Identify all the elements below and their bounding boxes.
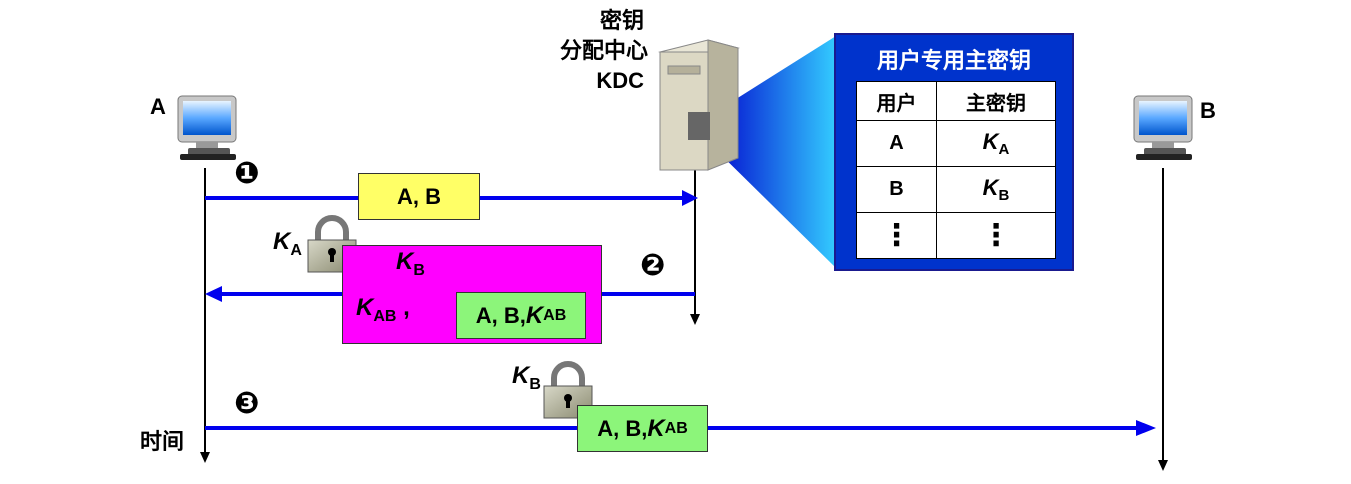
msg1-text: A, B [397,183,441,209]
table-cell-key-sub: B [998,187,1010,205]
computer-b-icon [1133,95,1193,160]
kdc-label-line2: 分配中心 [560,38,649,63]
table-cell-ellipsis-key: ⋮ [935,212,1057,259]
msg2-kab-k: K [356,294,374,321]
table-row-ellipsis: ⋮ ⋮ [856,212,1057,259]
msg3-k: K [647,414,665,442]
table-cell-key-sub: A [998,141,1010,159]
table-cell-key: KB [935,166,1057,214]
timeline-b [1158,168,1168,471]
step3-marker: ❸ [234,387,260,420]
lock-kb-inner-sub: B [413,262,425,279]
step2-marker: ❷ [640,249,666,282]
step1-marker: ❶ [234,157,260,190]
table-cell-user: A [856,120,937,168]
msg2-inner-k: K [525,301,544,329]
kdc-beam [706,36,836,268]
msg1-box: A, B [358,173,480,220]
table-row: B KB [856,166,1057,214]
table-cell-ellipsis-user: ⋮ [856,212,937,259]
host-b-label: B [1200,98,1216,123]
timeline-kdc [690,168,700,325]
msg3-text: A, B, [597,415,648,441]
kdc-label: 密钥 分配中心 KDC [560,6,649,96]
table-header-key: 主密钥 [935,80,1057,122]
lock-kb-step3-label: KB [512,362,541,394]
host-a-label: A [150,94,166,119]
lock-kb-step3-sub: B [529,376,541,393]
table-header-row: 用户 主密钥 [856,80,1057,122]
msg2-kab-label: KAB , [356,294,410,326]
lock-kb-inner-k: K [396,248,414,275]
table-header-user: 用户 [856,80,937,122]
lock-ka-sub: A [290,242,302,259]
kdc-label-line1: 密钥 [599,8,644,33]
lock-ka-k: K [273,228,291,255]
table-cell-key-k: K [982,175,999,201]
panel-title: 用户专用主密钥 [876,48,1031,73]
msg2-comma: , [403,294,410,321]
lock-kb-step3-k: K [512,362,530,389]
msg2-inner-text: A, B, [475,302,526,328]
lock-kb-inner-label: KB [396,248,425,280]
msg2-inner-sub: AB [543,306,567,324]
master-key-panel: 用户专用主密钥 用户 主密钥 A KA B KB ⋮ ⋮ [834,33,1074,271]
table-cell-key: KA [935,120,1057,168]
msg2-kab-sub: AB [373,308,397,325]
timeline-a [200,168,210,463]
master-key-table: 用户 主密钥 A KA B KB ⋮ ⋮ [856,80,1057,259]
kdc-server-icon [658,39,740,171]
kdc-label-line3: KDC [596,68,644,93]
lock-ka-label: KA [273,228,302,260]
table-cell-key-k: K [982,129,999,155]
table-row: A KA [856,120,1057,168]
table-cell-user: B [856,166,937,214]
time-label: 时间 [140,429,185,454]
msg3-sub: AB [664,419,688,437]
computer-a-icon [177,95,237,160]
